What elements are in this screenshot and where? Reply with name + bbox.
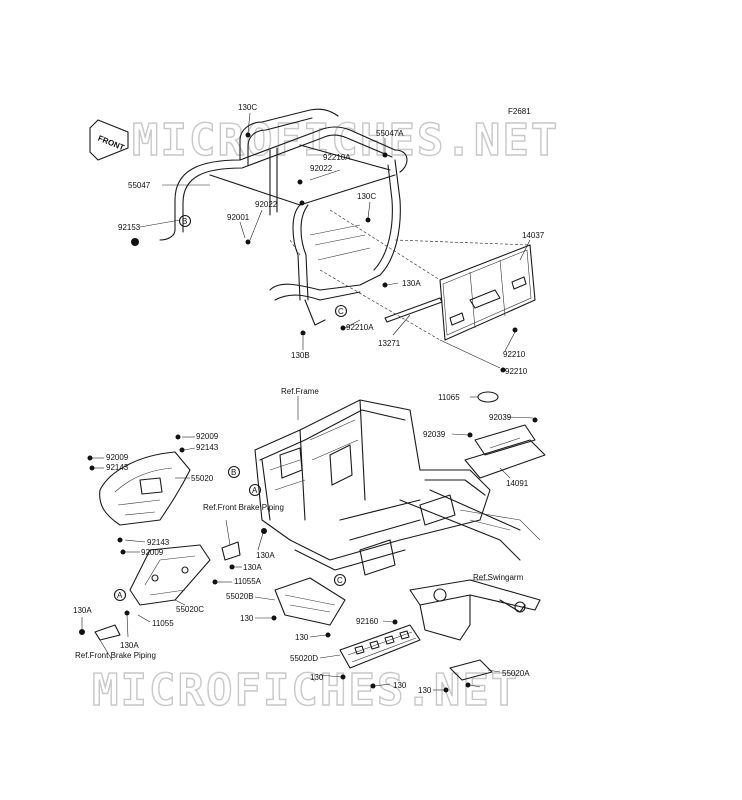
strip-13271 <box>384 297 443 323</box>
label-92160: 92160 <box>356 617 379 626</box>
label-130-d: 130 <box>393 681 407 690</box>
svg-text:B: B <box>231 468 236 477</box>
label-55020b: 55020B <box>226 592 254 601</box>
panel-14037 <box>439 244 536 341</box>
part-labels: 130C 55047A 92210A 92022 55047 92022 920… <box>73 103 545 695</box>
label-13271: 13271 <box>378 339 401 348</box>
front-guard-55020 <box>99 451 191 526</box>
label-92143-l: 92143 <box>106 463 129 472</box>
label-92022-a: 92022 <box>310 164 333 173</box>
label-130a-low: 130A <box>120 641 139 650</box>
ref-front-brake-line: Ref.Front Brake Piping <box>203 503 284 512</box>
label-92210-b: 92210 <box>505 367 528 376</box>
label-92143-b: 92143 <box>147 538 170 547</box>
brake-pipe-left <box>94 624 121 641</box>
label-11055a: 11055A <box>234 577 262 586</box>
plate-14091 <box>464 424 546 479</box>
label-130-c: 130 <box>310 673 324 682</box>
svg-text:B: B <box>182 217 187 226</box>
ref-swingarm: Ref.Swingarm <box>473 573 524 582</box>
swingarm <box>409 579 541 641</box>
cap-11065 <box>477 391 499 403</box>
label-130c-mid: 130C <box>357 192 376 201</box>
ref-front-brake-line-left: Ref.Front Brake Piping <box>75 651 156 660</box>
label-130a-left: 130A <box>73 606 92 615</box>
svg-text:C: C <box>337 576 343 585</box>
label-92210a-bot: 92210A <box>346 323 374 332</box>
label-11065: 11065 <box>438 393 460 402</box>
ref-front-brake-piping-right: Ref.Front Brake Piping <box>203 503 284 512</box>
label-92009-b: 92009 <box>141 548 164 557</box>
main-frame <box>254 399 541 576</box>
label-14091: 14091 <box>506 479 529 488</box>
label-55020: 55020 <box>191 474 214 483</box>
label-130-e: 130 <box>418 686 432 695</box>
label-55020d: 55020D <box>290 654 318 663</box>
callout-a-bottom: A <box>248 483 262 497</box>
label-130a-mid: 130A <box>256 551 275 560</box>
skid-plate-55020d <box>339 624 421 669</box>
label-55047a: 55047A <box>376 129 404 138</box>
label-55020a: 55020A <box>502 669 530 678</box>
label-130b: 130B <box>291 351 310 360</box>
label-92009-r: 92009 <box>196 432 219 441</box>
front-arrow-icon: FRONT <box>89 119 129 161</box>
dash-lines-top <box>289 209 531 341</box>
label-130a-top: 130A <box>402 279 421 288</box>
label-92001: 92001 <box>227 213 250 222</box>
plate-55020a <box>449 659 493 681</box>
skid-plate-55020b <box>274 577 346 626</box>
callout-c-bottom: C <box>333 573 347 587</box>
label-92022-b: 92022 <box>255 200 278 209</box>
label-130-a: 130 <box>240 614 254 623</box>
label-92143-r: 92143 <box>196 443 219 452</box>
label-92210a-top: 92210A <box>323 153 351 162</box>
label-55020c: 55020C <box>176 605 204 614</box>
label-92153: 92153 <box>118 223 141 232</box>
label-11055: 11055 <box>152 619 174 628</box>
brake-pipe-front <box>221 541 241 561</box>
roll-cage-55047 <box>159 108 408 326</box>
svg-text:A: A <box>252 486 258 495</box>
label-92210-a: 92210 <box>503 350 526 359</box>
front-arrow-label: FRONT <box>97 134 126 153</box>
bolts <box>79 132 538 693</box>
label-92009-l: 92009 <box>106 453 129 462</box>
label-130c-top: 130C <box>238 103 257 112</box>
bracket-55020c <box>129 544 211 606</box>
label-130-b: 130 <box>295 633 309 642</box>
callout-b-top: B <box>178 214 192 228</box>
ref-frame: Ref.Frame <box>281 387 319 396</box>
leader-lines <box>81 112 534 691</box>
label-55047: 55047 <box>128 181 151 190</box>
label-14037: 14037 <box>522 231 545 240</box>
svg-text:A: A <box>117 591 123 600</box>
ref-front-brake-piping-left: Ref.Front Brake Piping <box>75 651 156 660</box>
callout-c-top: C <box>334 304 348 318</box>
callout-b-bottom: B <box>227 465 241 479</box>
label-130a-mid2: 130A <box>243 563 262 572</box>
svg-text:C: C <box>338 307 344 316</box>
figure-code: F2681 <box>508 107 531 116</box>
label-92039-a: 92039 <box>489 413 512 422</box>
label-92039-b: 92039 <box>423 430 446 439</box>
callout-a-left: A <box>113 588 127 602</box>
